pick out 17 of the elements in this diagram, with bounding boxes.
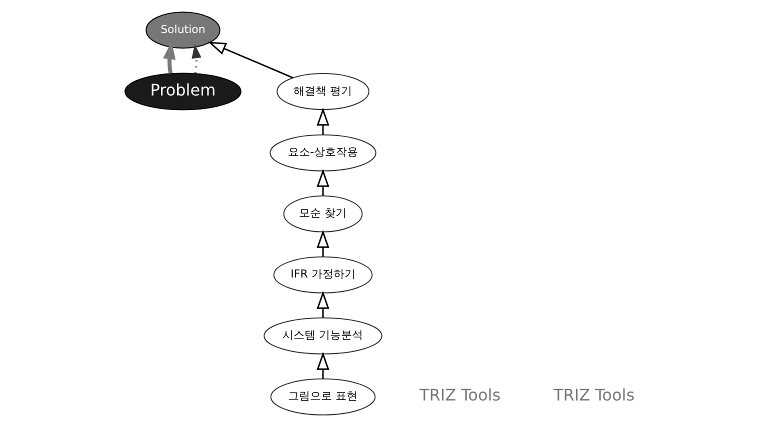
- node-ellipse: 시스템 기능분석: [264, 317, 382, 354]
- arrow: [316, 108, 330, 135]
- arrow: [192, 44, 202, 74]
- label: TRIZ Tools: [553, 386, 635, 405]
- node-ellipse: 해결책 평기: [276, 73, 370, 110]
- node-ellipse: Solution: [146, 12, 220, 49]
- node-ellipse: IFR 가정하기: [273, 256, 373, 294]
- arrow: [316, 352, 330, 379]
- node-ellipse: 그림으로 표현: [270, 378, 376, 416]
- node-ellipse: Problem: [124, 72, 242, 110]
- arrow: [316, 230, 330, 257]
- node-ellipse: 요소-상호작용: [270, 134, 376, 172]
- arrow: [316, 168, 330, 196]
- arrow: [208, 42, 294, 78]
- arrow: [316, 290, 330, 318]
- label: TRIZ Tools: [419, 386, 501, 405]
- node-ellipse: 모순 찾기: [283, 195, 363, 232]
